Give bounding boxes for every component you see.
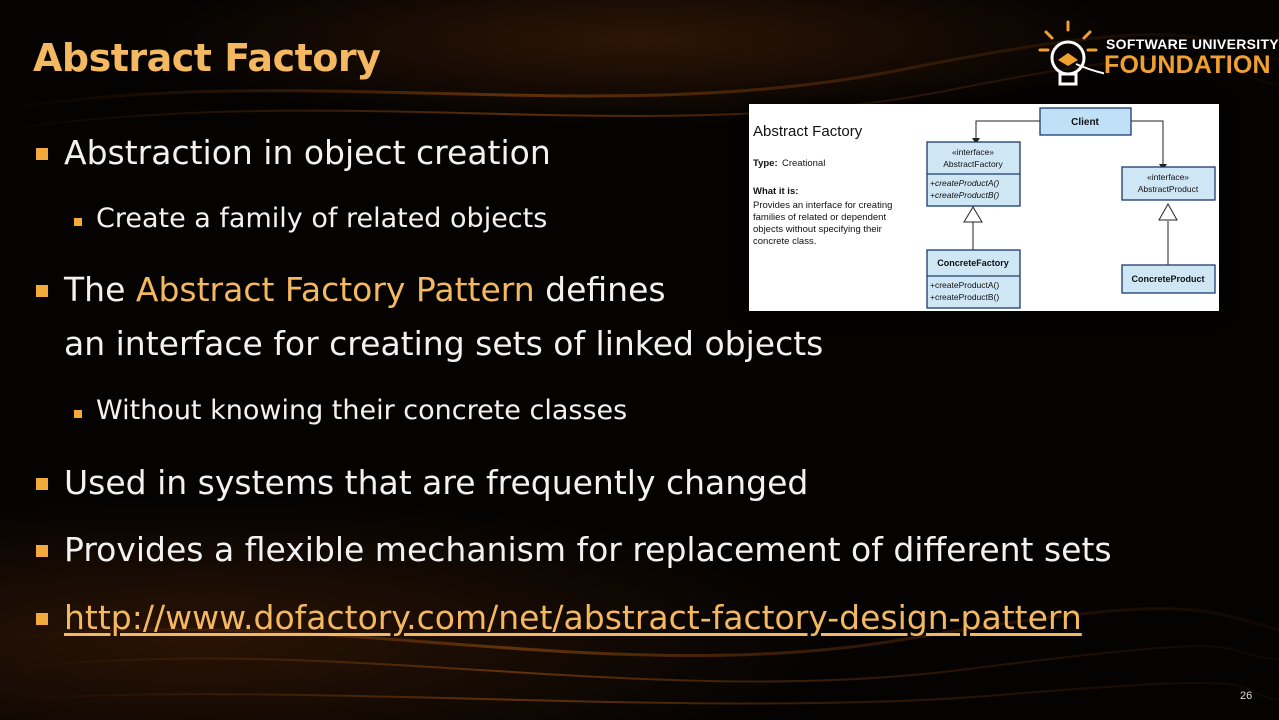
sub-bullet-concrete-classes: Without knowing their concrete classes bbox=[96, 395, 628, 426]
sub-bullet-marker bbox=[74, 410, 82, 418]
client-label: Client bbox=[1071, 117, 1099, 128]
abstract-product-stereotype: «interface» bbox=[1147, 172, 1189, 182]
softuni-logo: SOFTWARE UNIVERSITY FOUNDATION bbox=[1032, 20, 1279, 98]
dofactory-link[interactable]: http://www.dofactory.com/net/abstract-fa… bbox=[64, 598, 1082, 637]
diagram-what-line: concrete class. bbox=[753, 236, 816, 247]
abstract-product-name: AbstractProduct bbox=[1138, 184, 1199, 194]
client-box bbox=[1039, 107, 1132, 136]
bullet-systems-changed: Used in systems that are frequently chan… bbox=[64, 463, 809, 502]
diagram-type-label: Type: bbox=[753, 158, 778, 169]
bullet-marker bbox=[36, 148, 48, 160]
concrete-product-name: ConcreteProduct bbox=[1131, 274, 1204, 284]
bullet-pattern-definition: The Abstract Factory Pattern defines bbox=[64, 270, 666, 309]
diagram-type-value: Creational bbox=[782, 158, 825, 169]
abstract-factory-name: AbstractFactory bbox=[943, 159, 1003, 169]
concrete-product-box bbox=[1121, 264, 1216, 294]
abstract-product-box bbox=[1121, 166, 1216, 201]
pattern-text-pre: The bbox=[64, 270, 136, 309]
diagram-what-line: Provides an interface for creating bbox=[753, 200, 892, 211]
uml-diagram: Abstract Factory Type: Creational What i… bbox=[749, 104, 1219, 311]
diagram-title: Abstract Factory bbox=[753, 123, 863, 140]
page-number: 26 bbox=[1240, 690, 1253, 702]
uml-diagram-svg: Abstract Factory Type: Creational What i… bbox=[753, 107, 1216, 309]
inheritance-triangles bbox=[963, 202, 1178, 223]
diagram-connectors bbox=[972, 120, 1169, 265]
bullet-pattern-definition-line2: an interface for creating sets of linked… bbox=[64, 324, 824, 363]
bullet-marker bbox=[36, 545, 48, 557]
concrete-factory-method: +createProductB() bbox=[930, 292, 999, 302]
bullet-abstraction: Abstraction in object creation bbox=[64, 133, 551, 172]
abstract-factory-method: +createProductA() bbox=[930, 178, 999, 188]
diagram-what-label: What it is: bbox=[753, 186, 798, 197]
concrete-factory-name: ConcreteFactory bbox=[937, 258, 1009, 268]
diagram-what-line: objects without specifying their bbox=[753, 224, 882, 235]
logo-line2: FOUNDATION bbox=[1104, 51, 1271, 79]
lightbulb-icon bbox=[1038, 20, 1259, 86]
bullet-marker bbox=[36, 285, 48, 297]
diagram-what-line: families of related or dependent bbox=[753, 212, 886, 223]
sub-bullet-marker bbox=[74, 218, 82, 226]
concrete-factory-box bbox=[926, 249, 1021, 309]
logo-line1: SOFTWARE UNIVERSITY bbox=[1106, 36, 1279, 52]
bullet-marker bbox=[36, 613, 48, 625]
slide-title: Abstract Factory bbox=[33, 36, 381, 80]
abstract-factory-stereotype: «interface» bbox=[952, 147, 994, 157]
abstract-factory-method: +createProductB() bbox=[930, 190, 999, 200]
bullet-marker bbox=[36, 478, 48, 490]
bullet-flexible-mechanism: Provides a flexible mechanism for replac… bbox=[64, 530, 1112, 569]
concrete-factory-method: +createProductA() bbox=[930, 280, 999, 290]
sub-bullet-family: Create a family of related objects bbox=[96, 203, 548, 234]
pattern-name-highlight: Abstract Factory Pattern bbox=[135, 270, 535, 309]
pattern-text-post: defines bbox=[534, 270, 666, 309]
